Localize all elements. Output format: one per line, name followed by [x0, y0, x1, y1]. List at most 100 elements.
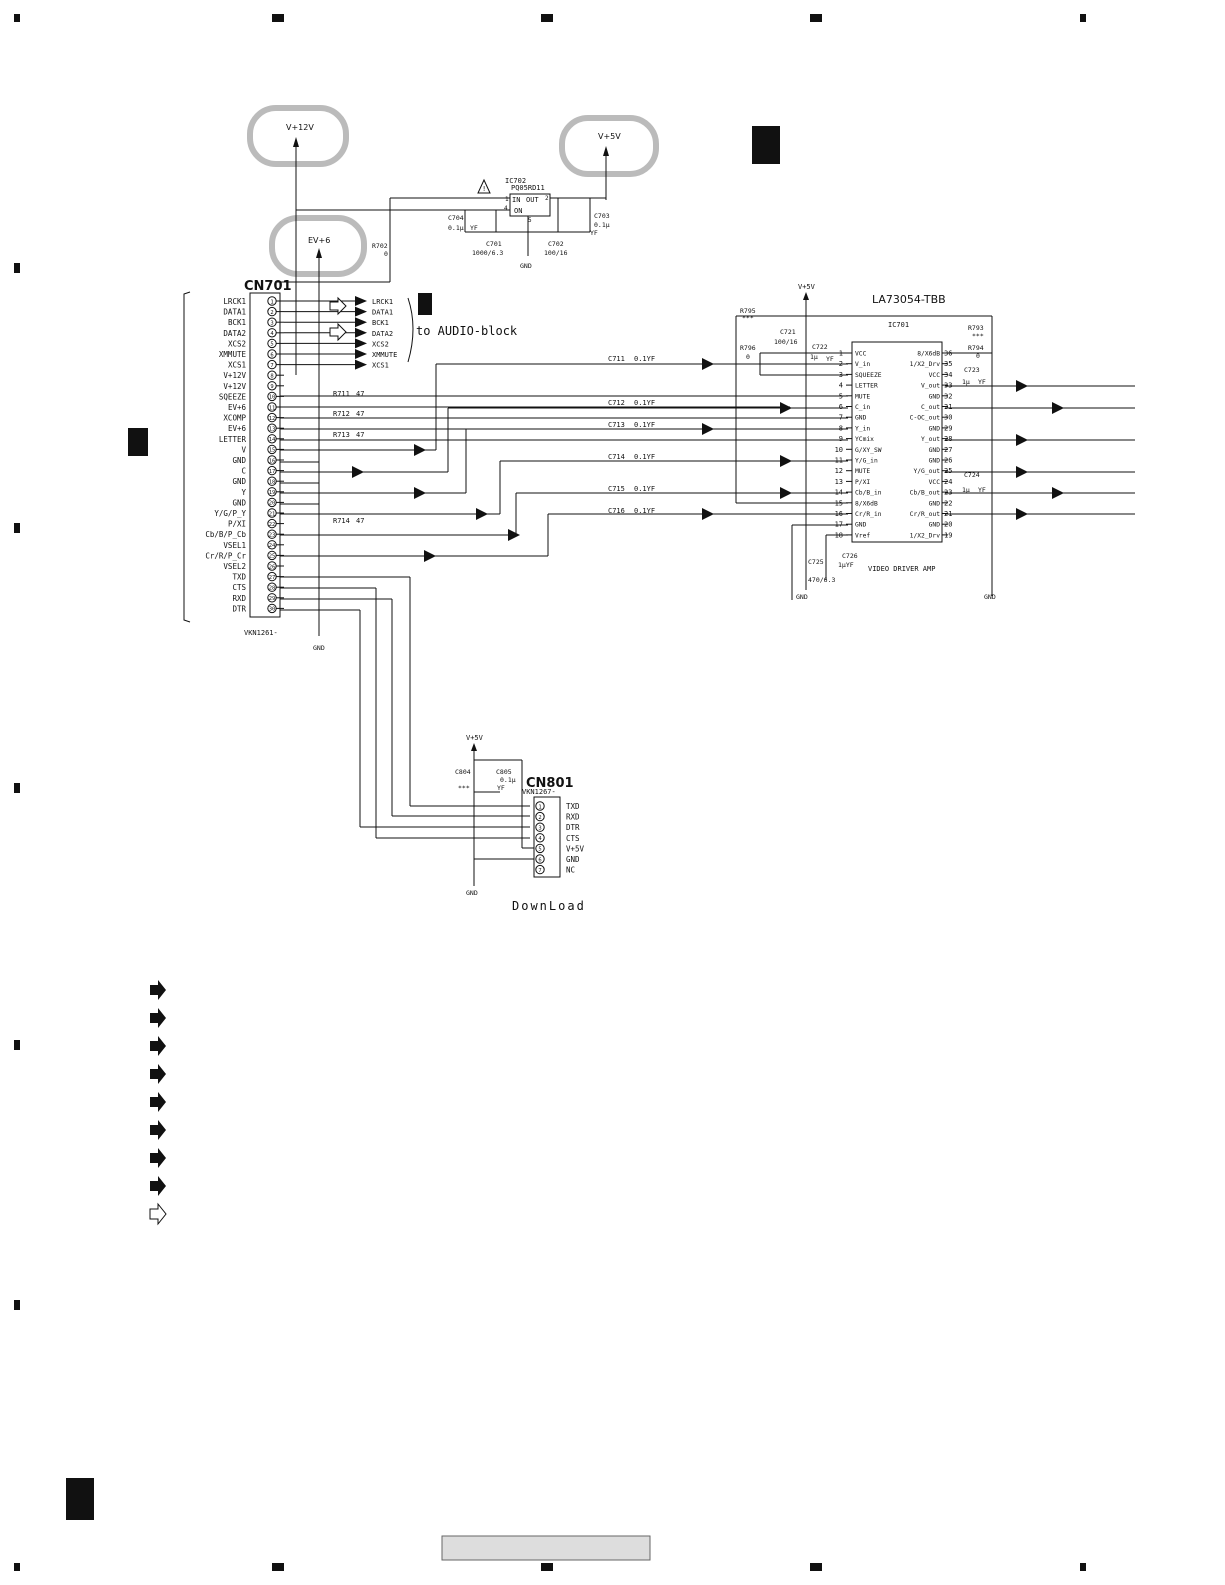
ic701-pin-name: MUTE [855, 468, 870, 475]
series-components: R711 47 R712 47 R713 47 R714 47 C711 0.1… [333, 355, 655, 525]
cn701-pin-number: 26 [269, 564, 276, 570]
warning-icon [477, 178, 491, 194]
v12-arrow-icon [293, 137, 299, 147]
ic701-pin-name: GND [929, 522, 941, 529]
cn701-pin-number: 9 [270, 384, 273, 390]
ic701-pin-name: GND [929, 458, 941, 465]
power-section: V+12V V+5V EV+6 IC702 PQ05RD11 IN OUT ON… [247, 105, 659, 636]
cn801-pin-number: 2 [538, 815, 541, 821]
sheet-tag-bottom [66, 1478, 94, 1520]
v5-arrow-icon [471, 743, 477, 751]
cn701-pin-label: Y [241, 488, 246, 497]
signal-arrow-icon [150, 1008, 166, 1028]
svg-text:47: 47 [356, 410, 364, 418]
svg-text:C724: C724 [964, 471, 980, 479]
audio-label: to AUDIO-block [416, 324, 518, 338]
cn701-pin-number: 23 [269, 533, 276, 539]
svg-text:0.1YF: 0.1YF [634, 399, 655, 407]
svg-text:R795: R795 [740, 307, 756, 315]
cn701-pin-label: GND [232, 477, 246, 486]
svg-text:470/6.3: 470/6.3 [808, 576, 835, 584]
svg-text:GND: GND [984, 593, 996, 601]
ic701-pin-number: 29 [944, 424, 952, 432]
svg-text:0.1μ: 0.1μ [500, 776, 516, 784]
svg-text:1: 1 [505, 196, 509, 203]
ic701-pin-name: Cr/R_in [855, 511, 882, 518]
svg-text:C726: C726 [842, 552, 858, 560]
cn701-pin-number: 20 [269, 501, 276, 507]
ic701-pin-number: 10 [835, 446, 843, 454]
cn701-pin-number: 19 [269, 490, 276, 496]
audio-arrow-icon [355, 296, 367, 306]
cn801-connector: V+5V C804 *** C805 0.1μ YF CN801 VKN1267… [455, 734, 586, 913]
cn701-part: VKN1261- [244, 629, 278, 637]
cn701-pin-label: VSEL2 [223, 562, 246, 571]
arrow-icon [702, 423, 714, 435]
cn801-part: VKN1267- [522, 788, 556, 796]
ic701-pin-name: P/XI [855, 479, 870, 486]
v5-arrow-icon [603, 146, 609, 156]
cn701-pin-number: 7 [270, 363, 273, 369]
cn701-pin-label: P/XI [228, 520, 246, 529]
svg-text:1μ: 1μ [962, 486, 970, 494]
v12-label: V+12V [286, 123, 314, 132]
ic701-pin-number: 32 [944, 392, 952, 400]
svg-text:0: 0 [976, 352, 980, 360]
signal-arrow-icon [150, 1036, 166, 1056]
ic702-ref: IC702 [505, 177, 526, 185]
ic701-pin-number: 8 [839, 424, 843, 432]
cn801-pin-circle [535, 811, 545, 822]
cn701-pin-number: 30 [269, 607, 276, 613]
cn701-pin-number: 28 [269, 586, 276, 592]
svg-text:V+5V: V+5V [466, 734, 484, 742]
ic701-pin-name: VCC [855, 351, 867, 358]
ic701-pin-number: 35 [944, 360, 952, 368]
svg-text:C704: C704 [448, 214, 464, 222]
signal-wiring [280, 363, 848, 839]
ic701-pin-name: Y/G_out [913, 468, 940, 475]
arrow-icon [780, 455, 792, 467]
audio-signal-label: XCS2 [372, 340, 389, 348]
ic701-pin-name: 1/X2_Drv [910, 532, 941, 539]
cn701-pin-number: 24 [269, 543, 276, 549]
ic701-pin-number: 7 [839, 414, 843, 422]
v5-label: V+5V [598, 132, 621, 141]
ic701-pin-number: 22 [944, 499, 952, 507]
download-caption: DownLoad [512, 899, 586, 913]
svg-text:C715: C715 [608, 485, 625, 493]
ic701-pin-number: 25 [944, 467, 952, 475]
svg-text:1μ: 1μ [962, 378, 970, 386]
cn701-pin-number: 1 [270, 299, 273, 305]
ic701-pin-number: 30 [944, 414, 952, 422]
ic701-ref: IC701 [888, 321, 909, 329]
cn701-pin-label: TXD [232, 573, 246, 582]
cn701-pin-label: SQEEZE [219, 392, 247, 401]
ic702-out: OUT [526, 196, 539, 204]
arrow-icon [780, 487, 792, 499]
audio-arrow-icon [355, 359, 367, 370]
svg-text:1μ: 1μ [810, 353, 818, 361]
cn801-pin-label: RXD [566, 813, 580, 822]
svg-text:R796: R796 [740, 344, 756, 352]
signal-arrow-icon [150, 1092, 166, 1112]
svg-text:100/16: 100/16 [544, 249, 568, 257]
ic701-pin-name: V_out [921, 383, 940, 390]
arrow-icon [352, 466, 364, 478]
ic701-pin-name: C_in [855, 404, 870, 411]
cn701-pin-number: 14 [269, 437, 276, 443]
ic701-pin-name: Y_in [855, 425, 870, 432]
ic701-pin-name: 1/X2_Drv [910, 361, 941, 368]
svg-text:YF: YF [590, 229, 598, 237]
svg-text:!: ! [482, 185, 486, 193]
ic701-pin-name: GND [855, 522, 867, 529]
cn701-pin-number: 15 [269, 448, 276, 454]
ic702-part: PQ05RD11 [511, 184, 545, 192]
ev6-arrow-icon [316, 248, 322, 258]
cn701-pin-number: 13 [269, 427, 276, 433]
svg-text:C714: C714 [608, 453, 625, 461]
ic701-pin-name: GND [929, 500, 941, 507]
cn701-pin-number: 27 [269, 575, 276, 581]
svg-text:C703: C703 [594, 212, 610, 220]
